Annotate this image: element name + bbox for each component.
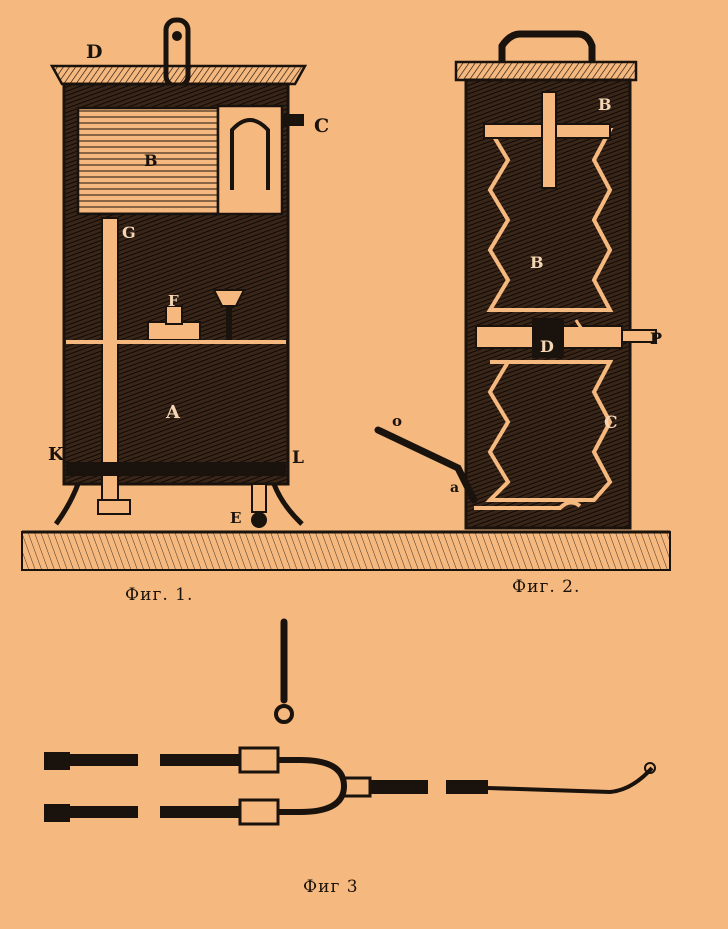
fig1-label-e: E [230, 509, 241, 527]
fig2-label-b-mid: B [530, 253, 544, 272]
fig2-label-o: o [392, 412, 402, 430]
fig1-label-b: B [144, 151, 158, 170]
fig2-label-d: D [540, 337, 554, 356]
base-board [21, 530, 671, 571]
fig1-label-g: G [122, 223, 136, 242]
fig1-label-a: A [165, 402, 181, 423]
figure-3-electrode-fork [44, 618, 656, 826]
fig1-label-f: F [168, 292, 179, 310]
fig1-label-l: L [292, 448, 304, 468]
fig1-label-c: C [314, 115, 329, 137]
fig1-label-k: K [48, 444, 65, 465]
fig2-label-p: P [650, 329, 662, 348]
figure-3-caption: Фиг 3 [303, 877, 359, 897]
fig2-label-c: C [604, 413, 618, 433]
fig2-label-b-top: B [598, 95, 612, 114]
fig1-label-d: D [86, 41, 102, 63]
figure-2-caption: Фиг. 2. [512, 577, 581, 597]
figure-2-apparatus [374, 30, 657, 530]
fig2-label-a: a [450, 480, 459, 496]
figure-1-apparatus [49, 17, 308, 528]
figure-1-caption: Фиг. 1. [125, 585, 194, 605]
